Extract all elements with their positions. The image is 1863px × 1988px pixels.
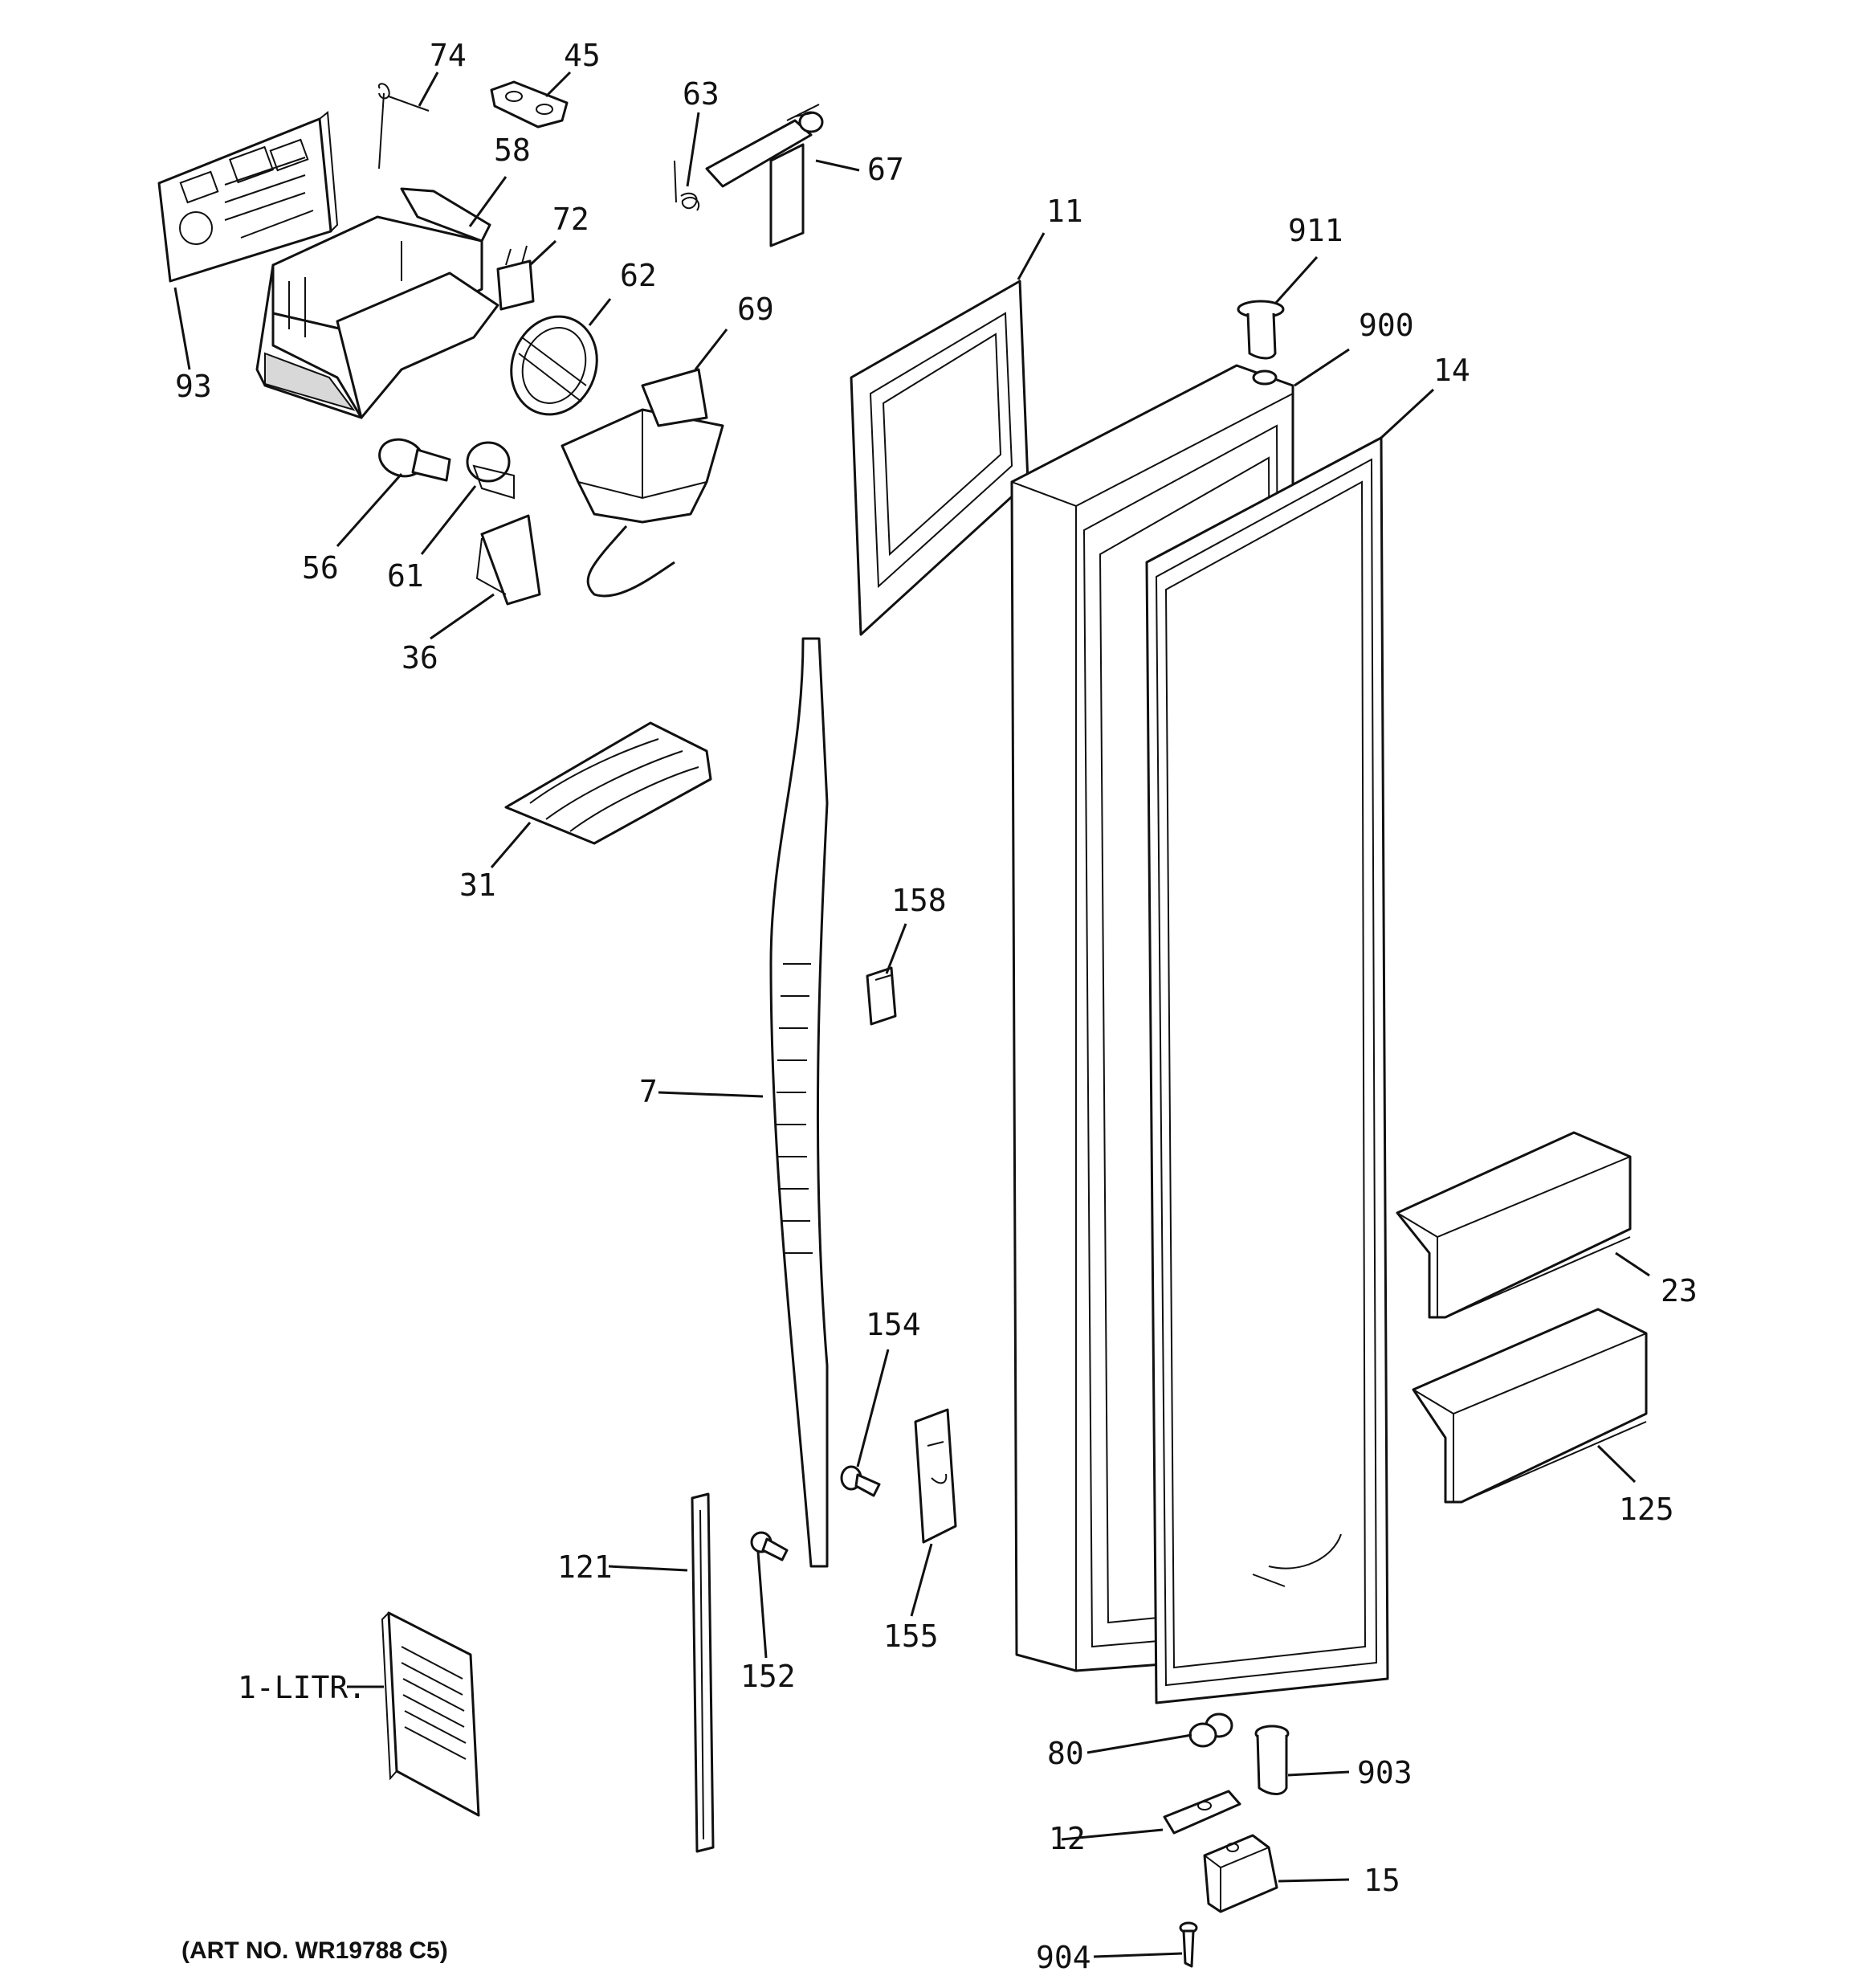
callout-72: 72 xyxy=(552,202,589,237)
callout-11: 11 xyxy=(1046,194,1083,229)
callout-36: 36 xyxy=(402,640,438,676)
cap-903 xyxy=(1254,1725,1290,1795)
spring-63 xyxy=(674,160,699,211)
trim-strip-121 xyxy=(691,1492,715,1853)
callout-23: 23 xyxy=(1661,1273,1698,1308)
callout-45: 45 xyxy=(564,38,601,73)
callout-12: 12 xyxy=(1049,1821,1086,1856)
literature-1-litr xyxy=(381,1611,480,1817)
light-bulb-56 xyxy=(378,438,451,482)
screw-904 xyxy=(1179,1921,1198,1968)
clip-158 xyxy=(866,966,897,1026)
callout-14: 14 xyxy=(1433,353,1470,388)
socket-61 xyxy=(466,441,515,500)
switch-72 xyxy=(496,245,535,311)
callout-154: 154 xyxy=(866,1307,921,1342)
callout-74: 74 xyxy=(430,38,467,73)
callout-900: 900 xyxy=(1359,308,1414,343)
control-board-93 xyxy=(157,111,339,283)
callout-125: 125 xyxy=(1619,1492,1674,1527)
hinge-bracket-155 xyxy=(914,1408,957,1544)
callout-15: 15 xyxy=(1364,1863,1400,1898)
callout-904: 904 xyxy=(1036,1940,1091,1975)
leader-lines xyxy=(173,71,1650,1958)
door-handle-7 xyxy=(769,637,829,1568)
callout-58: 58 xyxy=(494,133,531,168)
hinge-block-15 xyxy=(1203,1834,1278,1913)
door-gasket-14 xyxy=(1145,436,1389,1704)
dispenser-frame-11 xyxy=(850,280,1029,636)
callout-911: 911 xyxy=(1288,213,1343,248)
callout-56: 56 xyxy=(302,550,339,586)
screw-152 xyxy=(750,1531,789,1561)
dispenser-housing-58 xyxy=(255,187,499,419)
callout-93: 93 xyxy=(175,369,212,404)
actuator-bracket-67 xyxy=(705,104,824,247)
plug-911 xyxy=(1237,300,1285,360)
callout-158: 158 xyxy=(891,883,947,918)
bracket-36 xyxy=(475,514,541,606)
callout-121: 121 xyxy=(557,1549,613,1585)
callout-7: 7 xyxy=(639,1074,658,1109)
motor-ring-62 xyxy=(510,315,598,416)
callout-903: 903 xyxy=(1357,1755,1413,1790)
spring-clip-74 xyxy=(377,83,430,169)
bracket-45 xyxy=(490,80,569,129)
callout-152: 152 xyxy=(740,1659,796,1694)
callout-31: 31 xyxy=(459,867,496,903)
callout-155: 155 xyxy=(883,1619,939,1654)
callout-62: 62 xyxy=(620,258,657,293)
bushing-80 xyxy=(1188,1712,1233,1748)
door-bin-125 xyxy=(1412,1308,1648,1504)
ice-chute-69 xyxy=(561,368,724,598)
callout-67: 67 xyxy=(867,152,904,187)
art-number: (ART NO. WR19788 C5) xyxy=(181,1937,448,1964)
callout-69: 69 xyxy=(737,292,774,327)
callout-80: 80 xyxy=(1047,1736,1084,1771)
door-bin-23 xyxy=(1396,1131,1632,1319)
callout-63: 63 xyxy=(683,76,720,112)
tray-cover-31 xyxy=(504,721,712,845)
callout-61: 61 xyxy=(387,558,424,594)
hinge-plate-12 xyxy=(1163,1790,1241,1835)
screw-154 xyxy=(840,1465,881,1497)
callout-1-litr: 1-LITR. xyxy=(238,1670,366,1705)
